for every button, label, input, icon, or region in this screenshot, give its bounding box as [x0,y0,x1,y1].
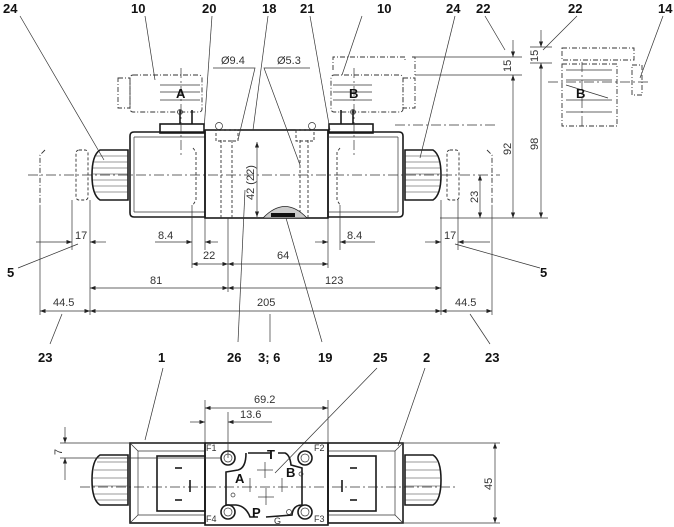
hole-f2: F2 [314,443,325,453]
side-view-connector: B [548,47,648,128]
port-a: A [235,471,245,486]
callout: 23 [485,350,499,365]
plug-connector-a: A [117,68,203,155]
dim-dia-9-4: Ø9.4 [221,55,245,67]
connector-outline-left [39,149,46,205]
solenoid-coil-b [327,123,404,218]
dim-17-right: 17 [444,230,456,242]
callout: 14 [658,1,673,16]
dim-92: 92 [502,143,514,155]
dim-45: 45 [483,478,495,490]
cap-outline-left [75,149,89,201]
dim-dia-5-3: Ø5.3 [277,55,301,67]
dim-42-22: 42 (22) [245,165,257,200]
callout: 24 [3,1,18,16]
port-label-b-side: B [576,86,585,101]
port-p: P [252,505,261,520]
dim-98: 98 [529,138,541,150]
port-label-b-top: B [349,86,358,101]
port-label-a-top: A [176,86,186,101]
callout: 23 [38,350,52,365]
port-g: G [274,516,281,526]
callout: 2 [423,350,430,365]
knurled-nut-right [404,149,442,201]
dim-23: 23 [469,191,481,203]
bottom-view: T P A B G F1 F2 F3 F4 69.2 13.6 7 45 [53,367,500,526]
callout: 5 [7,265,14,280]
top-view: A B [17,15,664,345]
mounting-face: T P A B G F1 F2 F3 F4 [204,442,329,526]
callout: 18 [262,1,276,16]
knurled-nut-left-bottom [91,454,129,506]
callout: 25 [373,350,387,365]
callout: 22 [568,1,582,16]
callout: 24 [446,1,461,16]
callout: 3; 6 [258,350,280,365]
callout: 21 [300,1,314,16]
callout: 1 [158,350,165,365]
hole-f3: F3 [314,514,325,524]
dim-15-b: 15 [529,50,541,62]
callout: 20 [202,1,216,16]
dim-69-2: 69.2 [254,394,275,406]
dim-13-6: 13.6 [240,409,261,421]
callout: 19 [318,350,332,365]
coil-b-bottom [327,442,404,524]
dim-81: 81 [150,275,162,287]
dim-205: 205 [257,297,275,309]
hole-f4: F4 [206,514,217,524]
port-t: T [267,447,275,462]
callout: 5 [540,265,547,280]
dim-123: 123 [325,275,343,287]
port-b: B [286,465,295,480]
callout: 22 [476,1,490,16]
dim-44-5-right: 44.5 [455,297,476,309]
knurled-nut-right-bottom [404,454,442,506]
dim-44-5-left: 44.5 [53,297,74,309]
dim-17-left: 17 [75,230,87,242]
callout: 26 [227,350,241,365]
dim-64: 64 [277,250,289,262]
callout: 10 [377,1,391,16]
callout: 10 [131,1,145,16]
dim-7: 7 [53,449,65,455]
dim-8-4-left: 8.4 [158,230,173,242]
coil-a-bottom [129,442,206,524]
dim-15-a: 15 [502,60,514,72]
callouts: 24 10 20 18 21 10 24 22 22 14 5 5 23 26 … [3,1,673,365]
valve-body [192,122,341,219]
dim-8-4-right: 8.4 [347,230,362,242]
solenoid-coil-a [129,123,206,218]
dim-22: 22 [203,250,215,262]
hole-f1: F1 [206,443,217,453]
